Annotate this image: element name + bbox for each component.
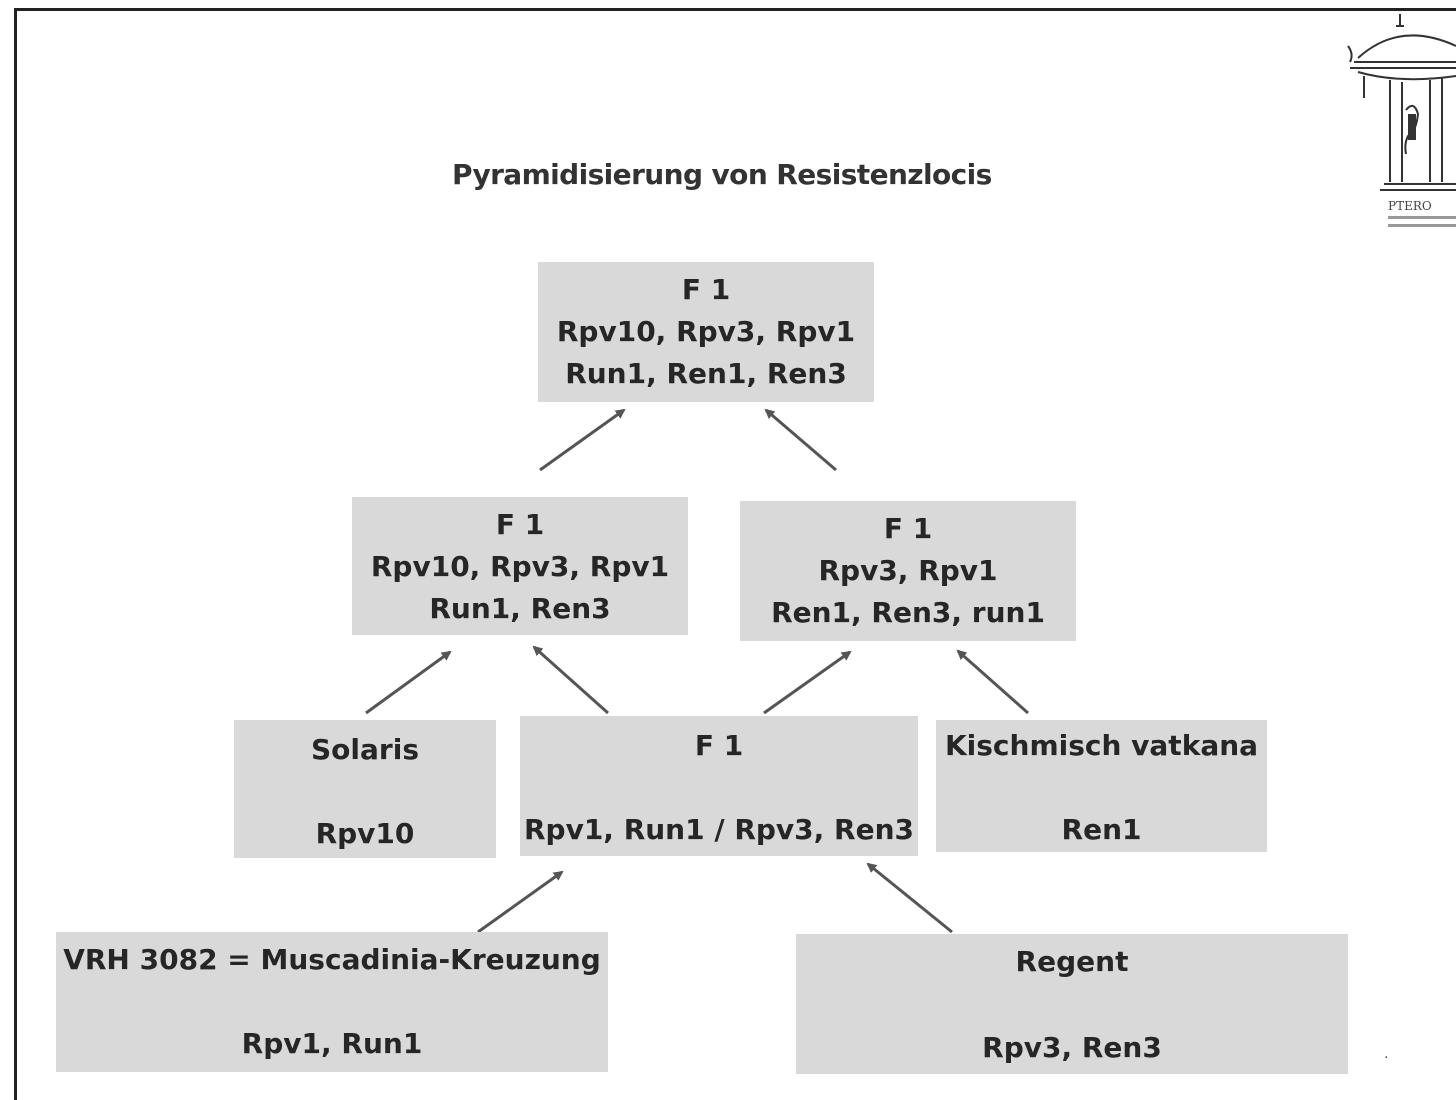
arrow-f1center-to-midleft xyxy=(532,645,609,715)
box-kischmisch-vatkana: Kischmisch vatkana Ren1 xyxy=(936,720,1267,852)
box-vrh-3082: VRH 3082 = Muscadinia-Kreuzung Rpv1, Run… xyxy=(56,932,608,1072)
box-f1-mid-right: F 1 Rpv3, Rpv1 Ren1, Ren3, run1 xyxy=(740,501,1076,641)
box-f1-top-heading: F 1 xyxy=(681,273,731,306)
box-f1-center-loci: Rpv1, Run1 / Rpv3, Ren3 xyxy=(523,813,915,846)
box-f1-top-line2: Run1, Ren1, Ren3 xyxy=(565,357,847,390)
arrow-f1center-to-midright xyxy=(763,650,852,715)
box-f1-top: F 1 Rpv10, Rpv3, Rpv1 Run1, Ren1, Ren3 xyxy=(538,262,874,402)
temple-logo-icon: PTERO xyxy=(1347,14,1456,227)
box-f1-center-name: F 1 xyxy=(694,729,744,762)
diagram-title: Pyramidisierung von Resistenzlocis xyxy=(452,158,992,191)
box-f1-mid-left-line2: Run1, Ren3 xyxy=(429,592,611,625)
box-regent: Regent Rpv3, Ren3 xyxy=(796,934,1348,1074)
logo-text: PTERO xyxy=(1388,199,1432,213)
arrow-regent-to-f1center xyxy=(866,862,953,934)
arrow-midleft-to-top xyxy=(539,408,626,472)
box-solaris-name: Solaris xyxy=(311,733,419,766)
box-f1-top-line1: Rpv10, Rpv3, Rpv1 xyxy=(556,315,856,348)
arrow-solaris-to-midleft xyxy=(365,650,452,715)
box-f1-mid-right-line1: Rpv3, Rpv1 xyxy=(818,554,998,587)
box-vrh-3082-loci: Rpv1, Run1 xyxy=(241,1027,423,1060)
box-solaris: Solaris Rpv10 xyxy=(234,720,496,858)
arrow-kischmisch-to-midright xyxy=(956,649,1029,715)
box-regent-name: Regent xyxy=(1015,945,1129,978)
arrow-vrh-to-f1center xyxy=(477,870,564,934)
box-solaris-loci: Rpv10 xyxy=(315,817,415,850)
box-f1-center: F 1 Rpv1, Run1 / Rpv3, Ren3 xyxy=(520,716,918,856)
box-regent-loci: Rpv3, Ren3 xyxy=(982,1031,1162,1064)
box-f1-mid-right-heading: F 1 xyxy=(883,512,933,545)
box-vrh-3082-name: VRH 3082 = Muscadinia-Kreuzung xyxy=(63,943,601,976)
frame-border-top xyxy=(14,8,1456,11)
box-kischmisch-vatkana-loci: Ren1 xyxy=(1061,813,1142,846)
box-f1-mid-left: F 1 Rpv10, Rpv3, Rpv1 Run1, Ren3 xyxy=(352,497,688,635)
page-mark: · xyxy=(1384,1050,1389,1066)
frame-border-left xyxy=(14,8,17,1100)
box-f1-mid-left-line1: Rpv10, Rpv3, Rpv1 xyxy=(370,550,670,583)
box-kischmisch-vatkana-name: Kischmisch vatkana xyxy=(944,729,1259,762)
box-f1-mid-left-heading: F 1 xyxy=(495,508,545,541)
arrow-midright-to-top xyxy=(764,408,837,472)
box-f1-mid-right-line2: Ren1, Ren3, run1 xyxy=(771,596,1045,629)
